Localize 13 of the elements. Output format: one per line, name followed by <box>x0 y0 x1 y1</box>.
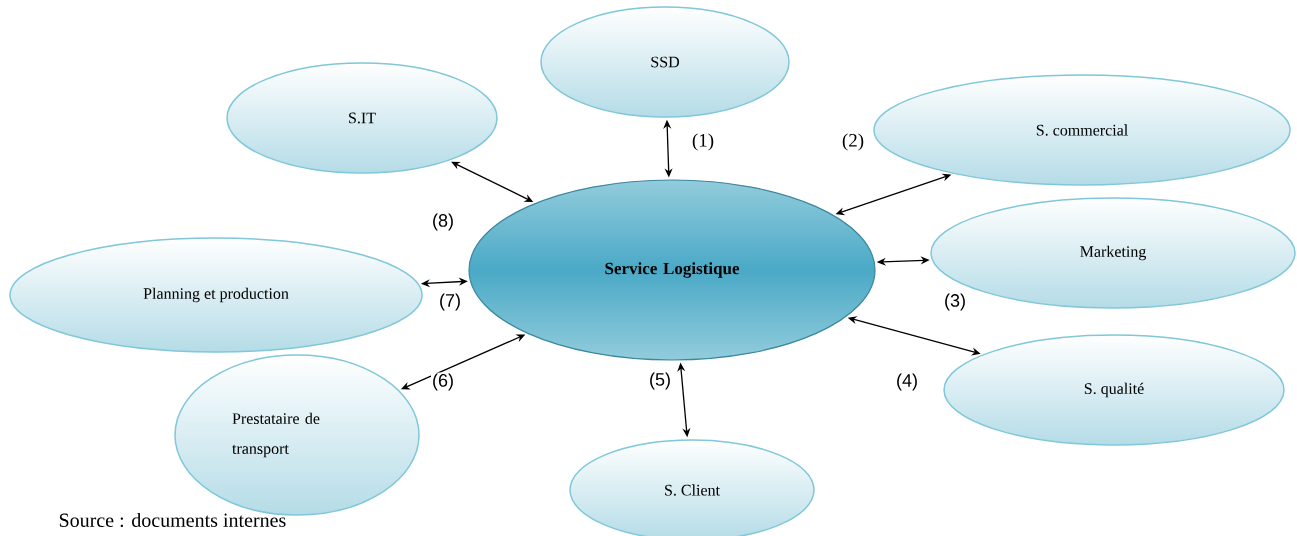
ellipse-node: SSD <box>540 6 790 118</box>
edge-label: (5) <box>648 371 672 391</box>
ellipse-node: Planning et production <box>9 237 423 353</box>
edge-label: (2) <box>840 132 866 152</box>
edge-label: (3) <box>943 292 967 312</box>
edge-label: (6) <box>431 372 455 392</box>
ellipse-node: S. qualité <box>943 334 1285 446</box>
edge-label: (4) <box>895 372 919 392</box>
edge-label: (7) <box>438 292 462 312</box>
ellipse-node: S.IT <box>226 62 498 174</box>
edge-label: (8) <box>431 212 455 232</box>
ellipse-node: S. commercial <box>873 74 1291 186</box>
edge-label: (1) <box>690 132 716 152</box>
